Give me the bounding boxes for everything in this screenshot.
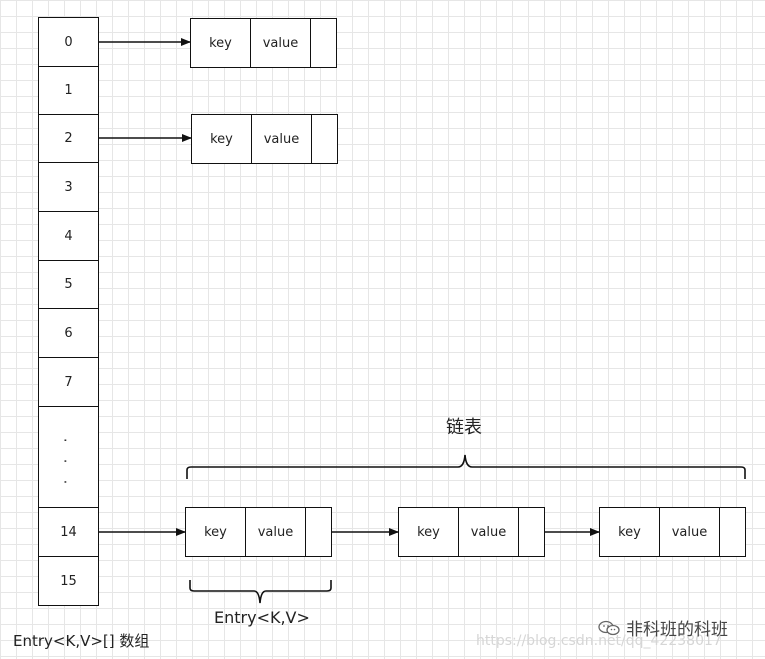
entry-value: value (660, 508, 720, 556)
array-label: Entry<K,V>[] 数组 (13, 632, 150, 650)
entry-next-pointer (306, 508, 331, 556)
watermark-brand-text: 非科班的科班 (626, 620, 728, 640)
array-cell-6: 6 (38, 308, 99, 358)
linked-list-label: 链表 (446, 417, 482, 438)
array-index: 1 (64, 83, 73, 98)
entry-key: key (186, 508, 246, 556)
entry-value: value (246, 508, 306, 556)
array-cell-5: 5 (38, 260, 99, 309)
array-index: 6 (64, 325, 73, 341)
array-cell-1: 1 (38, 66, 99, 115)
array-index: 7 (64, 374, 73, 390)
array-index: 5 (64, 277, 73, 292)
array-index: 14 (60, 524, 77, 540)
entry-key: key (192, 115, 252, 163)
entry-value: value (252, 115, 312, 163)
array-cell-3: 3 (38, 162, 99, 212)
entry-node-2: key value (191, 114, 338, 164)
array-cell-2: 2 (38, 114, 99, 163)
entry-node-14c: key value (599, 507, 746, 557)
entry-value: value (459, 508, 519, 556)
wechat-icon (598, 620, 620, 636)
ellipsis-label: . . . (60, 437, 77, 491)
array-index: 0 (64, 34, 73, 50)
entry-node-14b: key value (398, 507, 545, 557)
array-cell-7: 7 (38, 357, 99, 407)
array-cell-0: 0 (38, 17, 99, 67)
array-cell-14: 14 (38, 507, 99, 557)
watermark-url: https://blog.csdn.net/qq_42238017 (476, 633, 722, 649)
entry-next-pointer (519, 508, 544, 556)
entry-key: key (399, 508, 459, 556)
entry-next-pointer (311, 19, 336, 67)
entry-next-pointer (720, 508, 745, 556)
entry-key: key (600, 508, 660, 556)
linked-list-brace (186, 454, 746, 479)
watermark-brand: 非科班的科班 (598, 615, 728, 640)
array-cell-ellipsis: . . . (38, 406, 99, 508)
entry-node-14a: key value (185, 507, 332, 557)
array-cell-4: 4 (38, 211, 99, 261)
entry-label: Entry<K,V> (214, 608, 310, 627)
entry-key: key (191, 19, 251, 67)
array-index: 4 (64, 228, 73, 244)
entry-brace (189, 580, 332, 604)
array-cell-15: 15 (38, 556, 99, 606)
array-index: 3 (64, 179, 73, 195)
entry-value: value (251, 19, 311, 67)
array-index: 15 (60, 573, 77, 589)
array-index: 2 (64, 131, 73, 146)
entry-next-pointer (312, 115, 337, 163)
entry-node-0: key value (190, 18, 337, 68)
